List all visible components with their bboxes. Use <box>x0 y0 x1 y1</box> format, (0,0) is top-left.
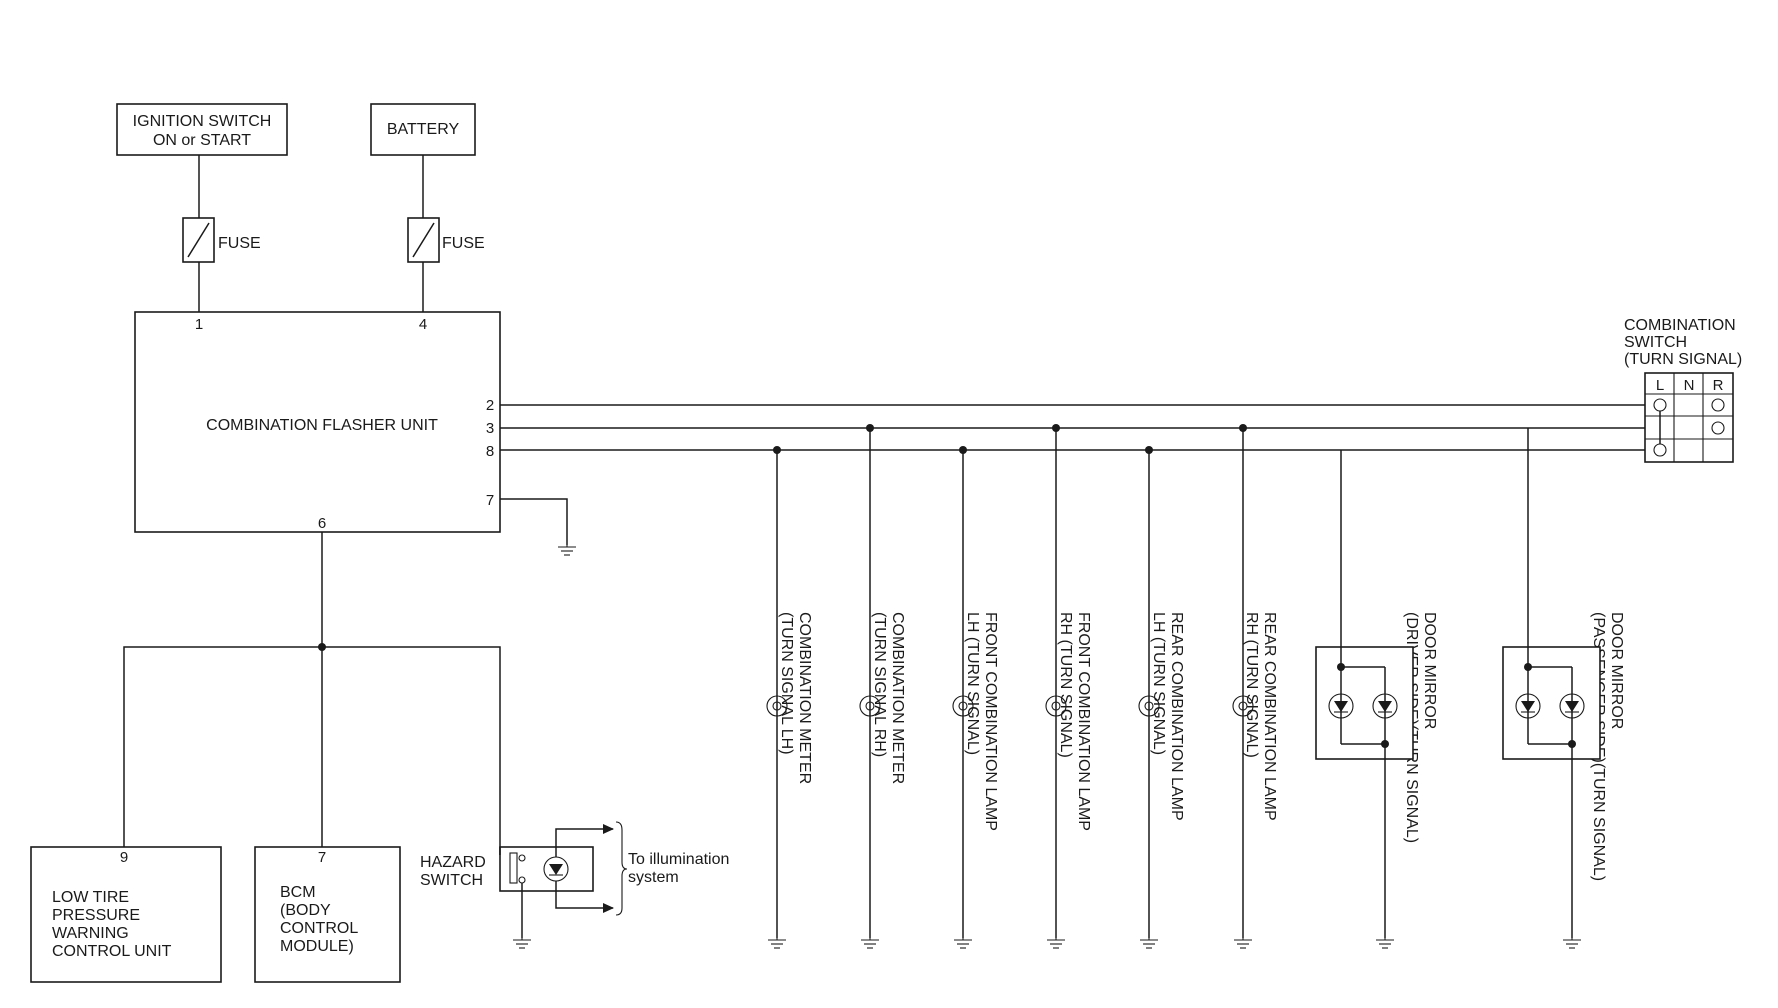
load-label-line2: RH (TURN SIGNAL) <box>1243 612 1260 758</box>
svg-text:6: 6 <box>318 515 326 532</box>
svg-text:ON or START: ON or START <box>153 132 251 149</box>
turn-signal-loads: COMBINATION METER(TURN SIGNAL LH)COMBINA… <box>766 424 1625 949</box>
svg-text:To illumination: To illumination <box>628 851 729 868</box>
svg-text:COMBINATION FLASHER UNIT: COMBINATION FLASHER UNIT <box>206 417 438 434</box>
combination-flasher-unit: COMBINATION FLASHER UNIT 1 4 2 3 8 7 6 <box>134 311 501 533</box>
load-label-line2: LH (TURN SIGNAL) <box>1150 612 1167 755</box>
fuse-ignition: FUSE <box>182 217 261 263</box>
fuse-battery: FUSE <box>407 217 485 263</box>
load-label-line2: (TURN SIGNAL RH) <box>871 612 888 757</box>
load-label-line1: FRONT COMBINATION LAMP <box>1075 612 1092 831</box>
svg-text:FUSE: FUSE <box>218 235 261 252</box>
svg-text:IGNITION SWITCH: IGNITION SWITCH <box>133 113 272 130</box>
illumination-note: To illumination system <box>628 851 729 886</box>
load-label-line1: COMBINATION METER <box>889 612 906 784</box>
svg-text:SWITCH: SWITCH <box>1624 334 1687 351</box>
svg-text:7: 7 <box>318 849 326 866</box>
svg-text:CONTROL UNIT: CONTROL UNIT <box>52 943 172 960</box>
low-tire-pressure-warning-control-unit: 9 LOW TIRE PRESSURE WARNING CONTROL UNIT <box>30 846 222 983</box>
load-label-line2: RH (TURN SIGNAL) <box>1057 612 1074 758</box>
svg-text:R: R <box>1713 377 1724 394</box>
svg-text:1: 1 <box>195 316 203 333</box>
junction-dot <box>866 424 874 432</box>
svg-text:SWITCH: SWITCH <box>420 872 483 889</box>
junction-dot <box>959 446 967 454</box>
ground-icon <box>1046 937 1066 949</box>
svg-text:8: 8 <box>486 443 494 460</box>
junction-dot <box>1052 424 1060 432</box>
svg-text:(BODY: (BODY <box>280 902 331 919</box>
junction-dot <box>1239 424 1247 432</box>
load-combination-meter-rh: COMBINATION METER(TURN SIGNAL RH) <box>859 424 906 949</box>
load-label-line2: (TURN SIGNAL LH) <box>778 612 795 755</box>
junction-dot <box>773 446 781 454</box>
ground-icon <box>767 937 787 949</box>
load-label-line2: LH (TURN SIGNAL) <box>964 612 981 755</box>
load-combination-meter-lh: COMBINATION METER(TURN SIGNAL LH) <box>766 446 813 949</box>
svg-text:HAZARD: HAZARD <box>420 854 486 871</box>
load-label-line1: COMBINATION METER <box>796 612 813 784</box>
svg-text:BCM: BCM <box>280 884 316 901</box>
ground-icon <box>1233 937 1253 949</box>
load-label-line1: DOOR MIRROR <box>1608 612 1625 729</box>
svg-text:WARNING: WARNING <box>52 925 129 942</box>
svg-text:3: 3 <box>486 420 494 437</box>
svg-text:LOW TIRE: LOW TIRE <box>52 889 129 906</box>
svg-text:BATTERY: BATTERY <box>387 121 460 138</box>
svg-text:N: N <box>1684 377 1695 394</box>
ground-icon <box>860 937 880 949</box>
combination-switch: COMBINATION SWITCH (TURN SIGNAL) L N R <box>1624 317 1742 463</box>
svg-text:MODULE): MODULE) <box>280 938 354 955</box>
svg-text:4: 4 <box>419 316 427 333</box>
ground-icon <box>1139 937 1159 949</box>
svg-text:2: 2 <box>486 397 494 414</box>
svg-text:9: 9 <box>120 849 128 866</box>
load-label-line1: REAR COMBINATION LAMP <box>1261 612 1278 821</box>
svg-text:system: system <box>628 869 679 886</box>
ground-icon <box>953 937 973 949</box>
door-mirror-driver-unit <box>1315 450 1414 949</box>
svg-text:(TURN SIGNAL): (TURN SIGNAL) <box>1624 351 1742 368</box>
junction-dot <box>1145 446 1153 454</box>
bcm-block: 7 BCM (BODY CONTROL MODULE) <box>254 846 401 983</box>
svg-text:FUSE: FUSE <box>442 235 485 252</box>
svg-text:CONTROL: CONTROL <box>280 920 358 937</box>
svg-text:COMBINATION: COMBINATION <box>1624 317 1736 334</box>
load-label-line1: DOOR MIRROR <box>1421 612 1438 729</box>
load-label-line1: FRONT COMBINATION LAMP <box>982 612 999 831</box>
svg-text:7: 7 <box>486 492 494 509</box>
load-label-line1: REAR COMBINATION LAMP <box>1168 612 1185 821</box>
ignition-switch-block: IGNITION SWITCH ON or START <box>116 103 288 156</box>
door-mirror-passenger-unit <box>1502 428 1601 949</box>
svg-text:PRESSURE: PRESSURE <box>52 907 140 924</box>
hazard-switch: HAZARD SWITCH <box>420 821 628 949</box>
svg-text:L: L <box>1656 377 1664 394</box>
battery-block: BATTERY <box>370 103 476 156</box>
